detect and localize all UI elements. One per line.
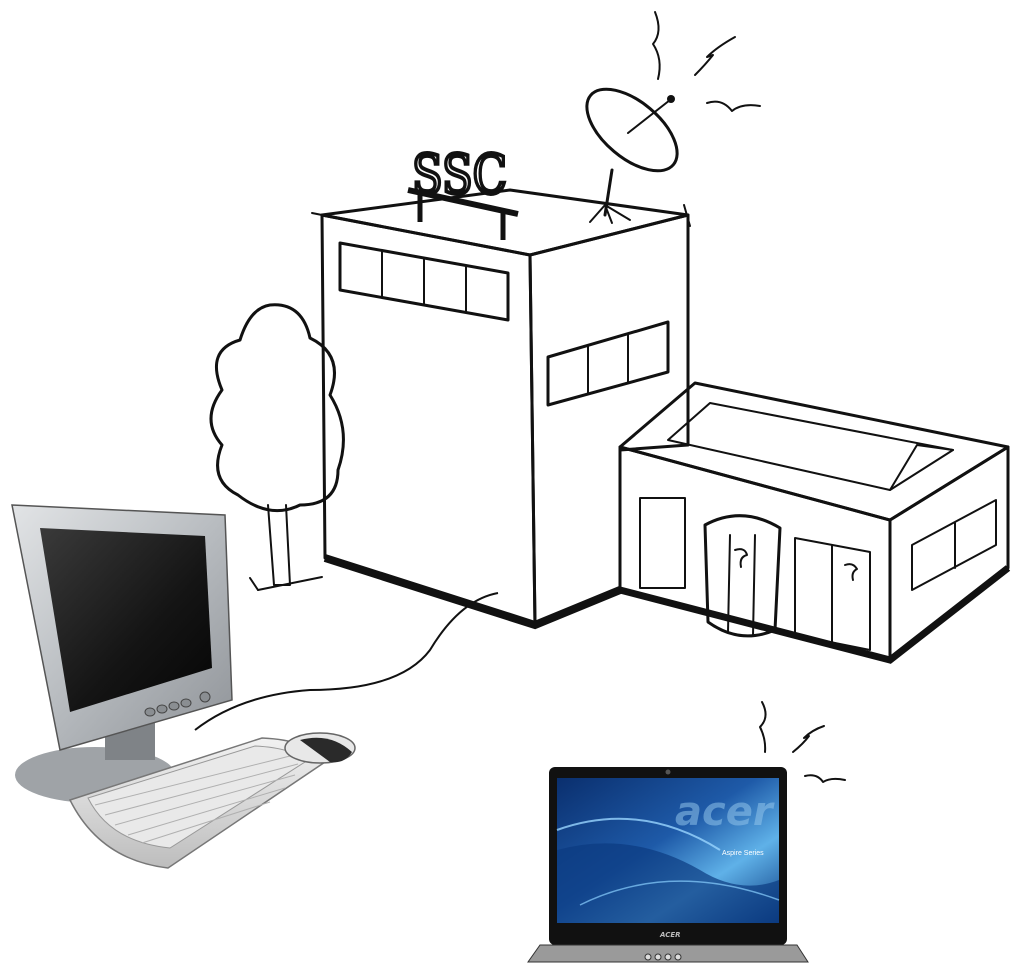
tower-side-windows (548, 322, 668, 405)
roof-sign: SSC (408, 143, 518, 240)
network-cable (195, 593, 498, 730)
laptop-screen-tagline: Aspire Series (722, 850, 764, 857)
desktop-computer (12, 505, 355, 868)
sign-text: SSC (412, 143, 507, 206)
webcam-icon (666, 770, 671, 775)
laptop-bezel-logo: ACER (659, 931, 681, 939)
mouse-icon (285, 733, 355, 763)
tower-front-windows (340, 243, 508, 320)
building: SSC (195, 12, 1008, 730)
laptop: acer Aspire Series ACER (528, 767, 808, 962)
annex-door-left (640, 498, 685, 588)
laptop-screen-logo: acer (675, 789, 775, 835)
building-tower (312, 190, 690, 625)
building-annex (620, 383, 1008, 660)
